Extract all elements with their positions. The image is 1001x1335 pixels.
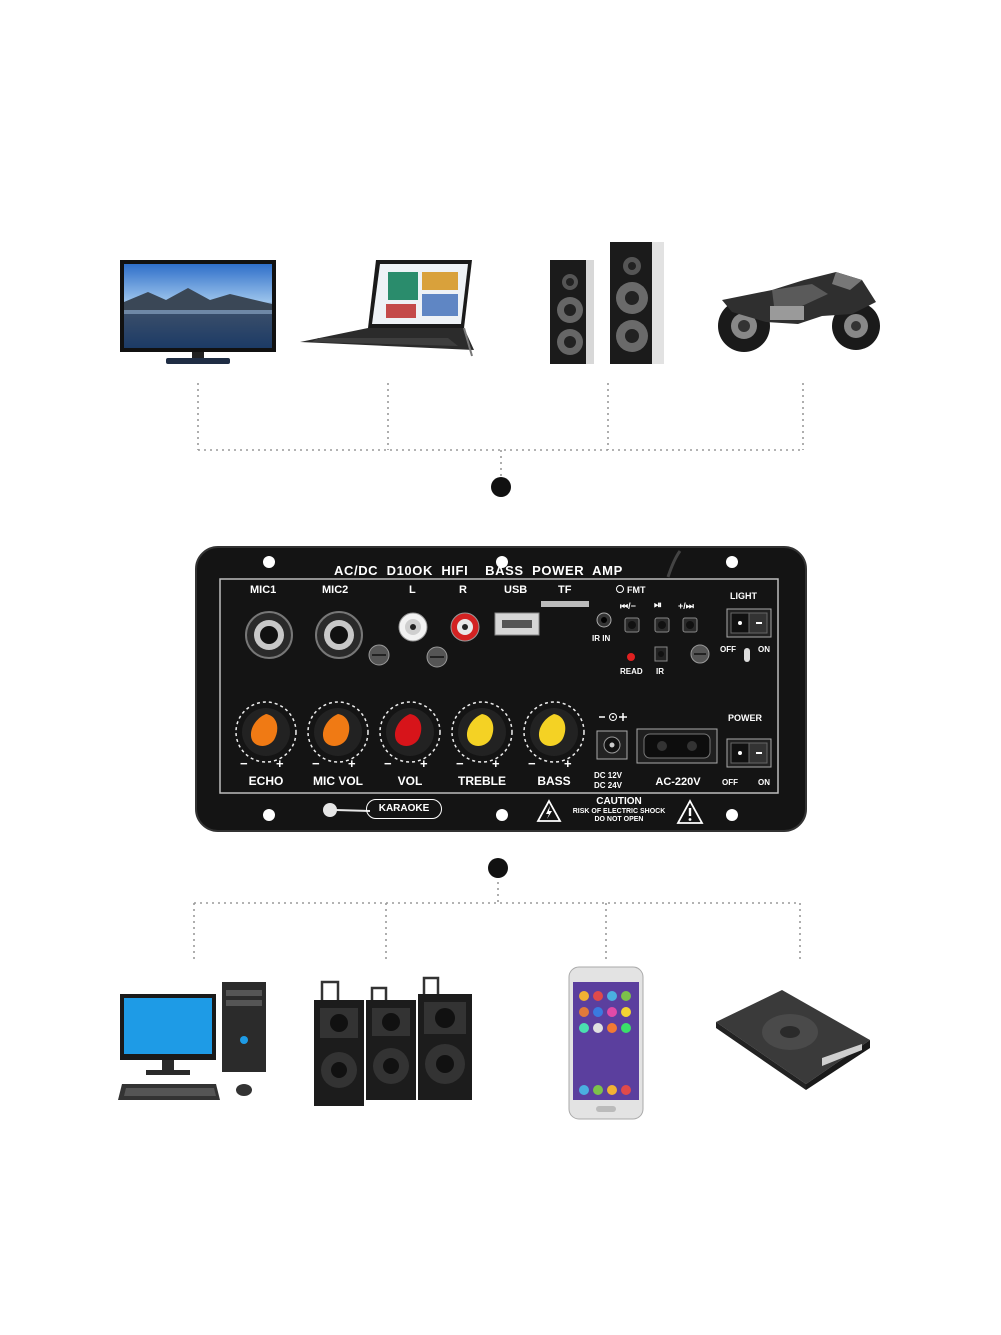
knob-bass-minus: − (528, 756, 536, 771)
ir-receiver (654, 646, 668, 662)
knob-vol-plus: + (420, 756, 428, 771)
power-switch-label: POWER (728, 713, 763, 723)
play-pause-button[interactable] (654, 617, 670, 633)
panel-title: AC/DC D10OK HIFI BASS POWER AMP (334, 563, 623, 578)
play-button-label: ⏯ (654, 600, 662, 611)
light-off-label: OFF (720, 645, 736, 654)
knob-treble-label: TREBLE (458, 774, 506, 788)
knob-echo-minus: − (240, 756, 248, 771)
knob-echo-label: ECHO (248, 774, 284, 788)
karaoke-badge: KARAOKE (366, 799, 442, 819)
prev-button[interactable] (624, 617, 640, 633)
knob-vol-minus: − (384, 756, 392, 771)
power-on-label: ON (758, 778, 770, 787)
right-input-label: R (459, 584, 467, 596)
light-switch[interactable] (726, 608, 772, 638)
mp3-player-icon (712, 988, 872, 1092)
laptop-icon (298, 256, 478, 362)
fmt-led-icon (616, 585, 624, 593)
mic-trim-pot (368, 644, 390, 666)
knob-bass-label: BASS (537, 774, 571, 788)
light-switch-label: LIGHT (730, 591, 757, 601)
dc-input-jack[interactable] (596, 730, 628, 760)
mic2-jack[interactable] (314, 610, 364, 660)
tf-label: TF (558, 584, 572, 596)
fmt-label: FMT (627, 585, 646, 595)
tv-icon (118, 258, 278, 370)
rca-trim-pot (426, 646, 448, 668)
mic2-label: MIC2 (322, 584, 349, 596)
ir-label: IR (656, 667, 664, 676)
knob-vol[interactable] (378, 700, 442, 764)
mic1-jack[interactable] (244, 610, 294, 660)
knob-mic-vol[interactable] (306, 700, 370, 764)
caution-line-1: RISK OF ELECTRIC SHOCK (572, 808, 666, 815)
light-on-label: ON (758, 645, 770, 654)
next-button[interactable] (682, 617, 698, 633)
karaoke-label: KARAOKE (378, 803, 430, 814)
top-junction-dot (491, 477, 511, 497)
knob-treble[interactable] (450, 700, 514, 764)
warning-triangle-icon (536, 799, 562, 823)
read-label: READ (620, 667, 643, 676)
ir-in-label: IR IN (592, 634, 611, 643)
tf-card-slot[interactable] (540, 599, 590, 609)
knob-vol-label: VOL (397, 774, 423, 788)
fmt-indicator: FMT (616, 585, 646, 595)
bottom-junction-dot (488, 858, 508, 878)
dc-voltage-label-1: DC 12V (594, 771, 623, 780)
motorcycle-icon (712, 262, 884, 358)
warning-exclamation-icon (676, 799, 704, 825)
speakers-icon (546, 238, 672, 368)
knob-treble-plus: + (492, 756, 500, 771)
light-toggle-lever (742, 648, 752, 662)
knob-bass[interactable] (522, 700, 586, 764)
knob-mic-vol-plus: + (348, 756, 356, 771)
usb-port[interactable] (494, 612, 540, 636)
trolley-speakers-icon (312, 974, 476, 1110)
knob-mic-vol-minus: − (312, 756, 320, 771)
dc-polarity-icon (597, 712, 629, 722)
read-led (626, 652, 636, 662)
prev-button-label: ⏮/− (620, 601, 636, 611)
knob-bass-plus: + (564, 756, 572, 771)
karaoke-mic-icon (322, 802, 370, 818)
knob-echo-plus: + (276, 756, 284, 771)
desktop-computer-icon (118, 980, 270, 1106)
caution-line-2: DO NOT OPEN (594, 816, 644, 823)
next-button-label: +/⏭ (678, 601, 694, 611)
rca-left-jack[interactable] (398, 612, 428, 642)
left-input-label: L (409, 584, 416, 596)
caution-label: CAUTION (596, 796, 642, 807)
dc-voltage-label-2: DC 24V (594, 781, 623, 790)
knob-mic-vol-label: MIC VOL (313, 774, 363, 788)
power-switch[interactable] (726, 738, 772, 768)
knob-echo[interactable] (234, 700, 298, 764)
knob-treble-minus: − (456, 756, 464, 771)
usb-label: USB (504, 584, 528, 596)
ac-voltage-label: AC-220V (655, 776, 701, 788)
power-off-label: OFF (722, 778, 738, 787)
ir-in-jack[interactable] (596, 612, 612, 628)
smartphone-icon (568, 966, 644, 1120)
power-trim-pot (690, 644, 710, 664)
amplifier-panel (194, 545, 808, 833)
rca-right-jack[interactable] (450, 612, 480, 642)
ac-input-socket[interactable] (636, 728, 718, 764)
mic1-label: MIC1 (250, 584, 277, 596)
